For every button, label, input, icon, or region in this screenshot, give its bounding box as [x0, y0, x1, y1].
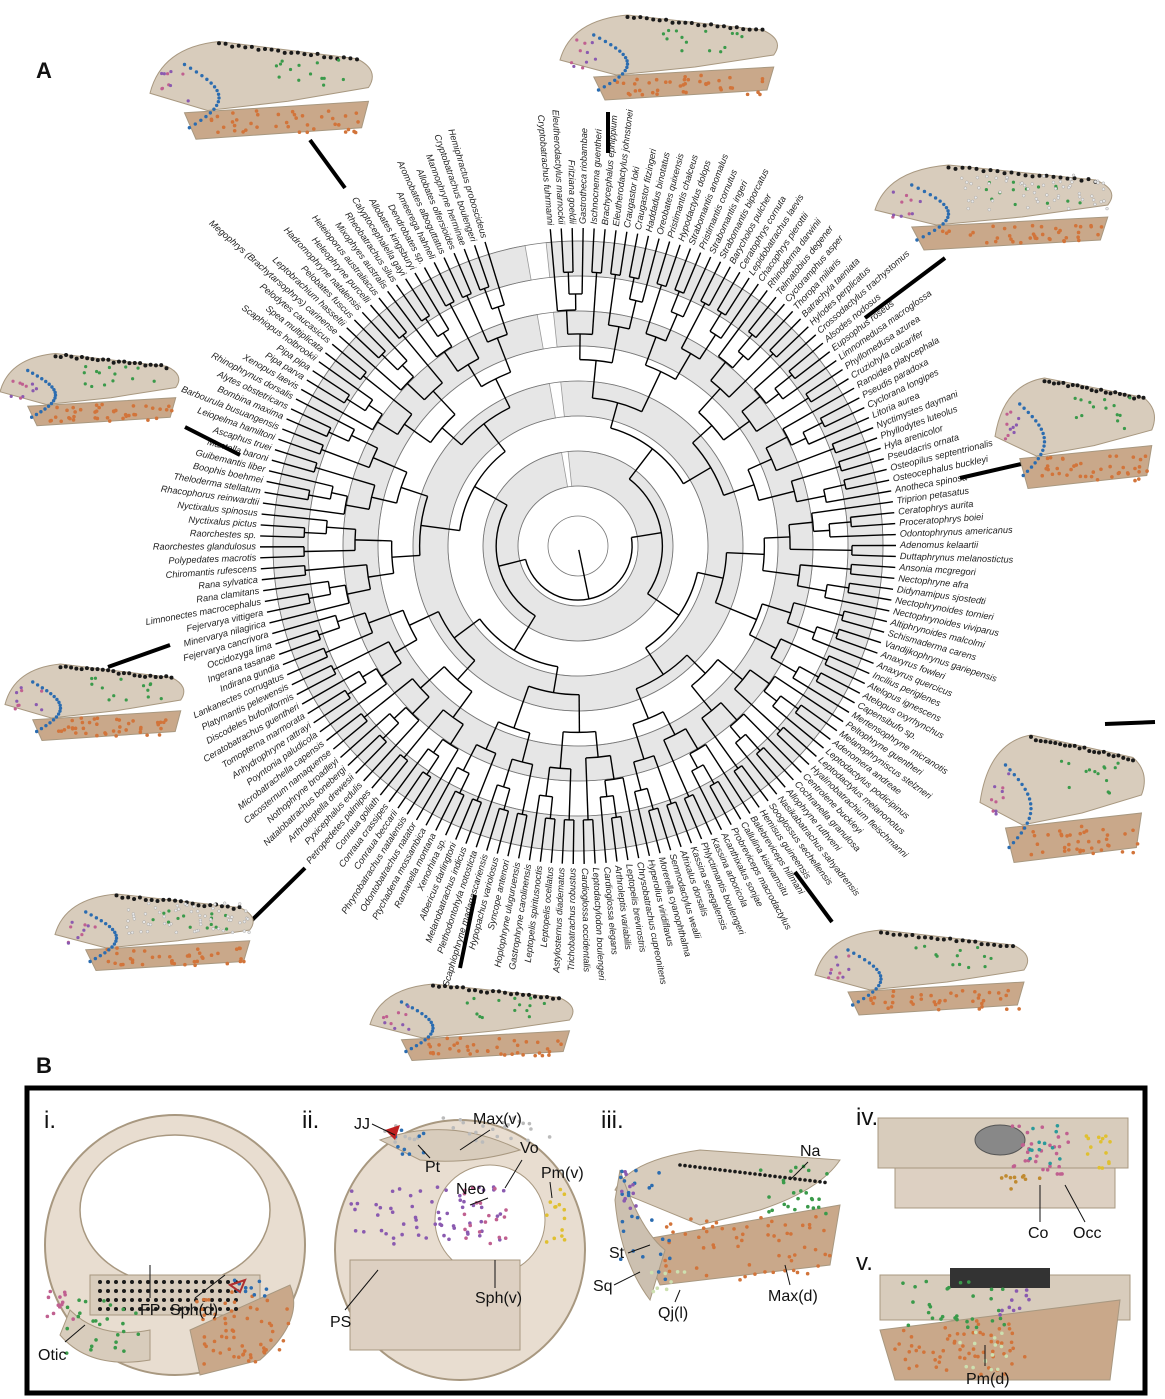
- branch: [803, 423, 823, 433]
- branch: [433, 739, 442, 752]
- anatomy-label: Max(v): [473, 1111, 522, 1128]
- tip-label: Gastrotheca riobambae: [578, 128, 590, 224]
- branch: [427, 756, 439, 774]
- branch: [363, 669, 377, 677]
- branch: [703, 765, 714, 784]
- tip-label: Raorchestes glandulosus: [153, 541, 257, 551]
- anatomy-label: Sph(v): [475, 1290, 522, 1307]
- branch: [791, 438, 806, 445]
- tip-label: Cardioglossa occidentalis: [580, 868, 592, 973]
- leader-line: [247, 868, 305, 925]
- branch: [443, 333, 452, 347]
- skull-render: [370, 984, 573, 1061]
- panel-b-views: [45, 1115, 1130, 1380]
- time-band: [483, 451, 673, 641]
- view-label: ii.: [302, 1107, 319, 1134]
- skull-render: [875, 165, 1112, 250]
- branch: [332, 493, 348, 496]
- anatomy-label: Na: [800, 1143, 821, 1160]
- anatomy-label: Sq: [593, 1278, 613, 1295]
- leader-line: [310, 140, 345, 188]
- tip-label: Adenomus kelaartii: [899, 540, 979, 550]
- phylogeny-tree: Hemiphractus proboscideusCryptobatrachus…: [145, 108, 1014, 988]
- view-lateral: [615, 1150, 840, 1300]
- branch: [775, 375, 792, 389]
- anatomy-label: Pt: [425, 1159, 441, 1176]
- branch: [746, 734, 761, 750]
- anatomy-label: Neo: [456, 1181, 485, 1198]
- tip-label: Odontophrynus americanus: [900, 525, 1014, 539]
- branch: [572, 228, 573, 272]
- branch: [383, 723, 399, 738]
- branch: [738, 335, 752, 352]
- branch: [348, 683, 366, 695]
- view-posterior: [878, 1118, 1128, 1208]
- view-anterior: [880, 1268, 1130, 1380]
- view-label: v.: [856, 1249, 873, 1276]
- branch: [764, 691, 777, 701]
- branch: [814, 530, 830, 531]
- branch: [605, 780, 607, 796]
- time-ring: [518, 486, 638, 606]
- anatomy-label: Occ: [1073, 1225, 1101, 1242]
- anatomy-label: St: [609, 1245, 625, 1262]
- branch: [733, 356, 744, 368]
- branch: [710, 313, 721, 332]
- anatomy-label: JJ: [354, 1116, 370, 1133]
- skull-render: [55, 893, 253, 970]
- anatomy-label: Pm(v): [541, 1165, 584, 1182]
- branch: [460, 773, 469, 793]
- view-ventral: [335, 1116, 585, 1380]
- skull-render: [5, 664, 184, 741]
- branch: [766, 394, 779, 404]
- skull-render: [980, 735, 1144, 863]
- skull-render: [560, 15, 778, 100]
- leader-line: [1105, 722, 1155, 724]
- skull-render: [995, 378, 1155, 489]
- anatomy-label: Otic: [38, 1347, 66, 1364]
- time-ring: [548, 516, 608, 576]
- branch: [329, 432, 349, 441]
- tip-label: Fritziana goeldii: [567, 160, 578, 225]
- leader-line: [108, 645, 170, 667]
- branch: [369, 405, 382, 414]
- anatomy-label: Sph(d): [170, 1302, 218, 1319]
- anatomy-label: FP: [140, 1302, 160, 1319]
- branch: [402, 365, 413, 377]
- anatomy-label: Co: [1028, 1225, 1049, 1242]
- branch: [799, 667, 818, 677]
- view-label: i.: [44, 1107, 56, 1134]
- branch: [690, 754, 698, 768]
- skull-render: [815, 930, 1028, 1015]
- tip-label: Trichobatrachus robustus: [566, 867, 578, 971]
- branch: [730, 726, 740, 738]
- anatomy-label: Qj(l): [658, 1305, 688, 1322]
- pointer-line: [675, 1290, 680, 1302]
- skull-render: [0, 353, 179, 426]
- branch: [329, 585, 345, 588]
- anatomy-label: Max(d): [768, 1288, 818, 1305]
- anatomy-label: PS: [330, 1314, 351, 1331]
- time-ring: [308, 276, 848, 816]
- view-label: iii.: [601, 1107, 624, 1134]
- branch: [568, 272, 569, 294]
- branch: [781, 696, 799, 709]
- anatomy-label: Vo: [520, 1140, 539, 1157]
- branch: [347, 399, 365, 411]
- skull-render: [150, 41, 372, 139]
- branch: [382, 355, 398, 370]
- tip-label: Raorchestes sp.: [190, 528, 257, 540]
- anatomy-label: Pm(d): [966, 1371, 1010, 1388]
- node-arc: [526, 537, 633, 600]
- branch: [790, 549, 852, 550]
- view-dorsal: [45, 1115, 305, 1375]
- view-label: iv.: [856, 1104, 878, 1131]
- branch: [394, 707, 406, 718]
- branch: [582, 228, 583, 294]
- branch: [426, 318, 438, 336]
- branch: [573, 820, 574, 864]
- branch: [583, 820, 584, 864]
- clade-shading: [273, 241, 883, 851]
